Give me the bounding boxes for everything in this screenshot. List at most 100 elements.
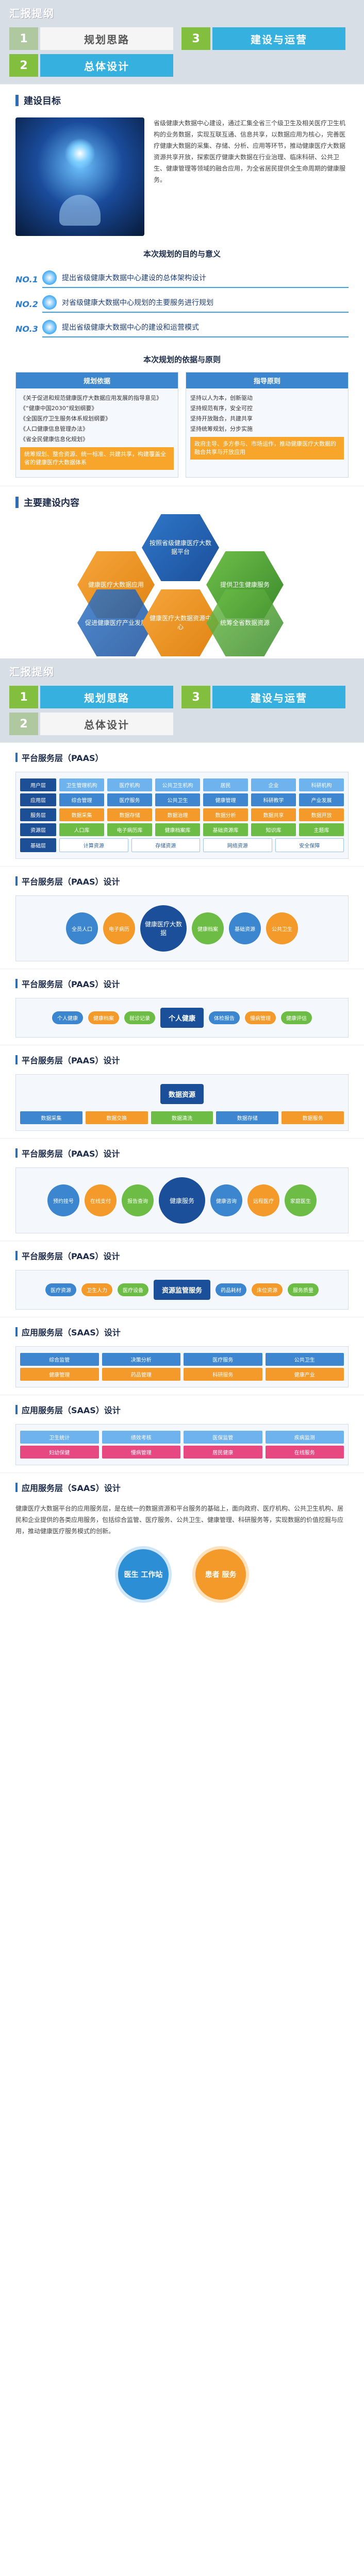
layer-cell: 基础资源库 bbox=[203, 823, 248, 836]
outline-item-2[interactable]: 2 总体设计 bbox=[9, 713, 173, 735]
paas-hub-diagram: 全员人口 电子病历 健康医疗大数据 健康档案 基础资源 公共卫生 bbox=[15, 895, 349, 961]
meaning-item: NO.1 提出省级健康大数据中心建设的总体架构设计 bbox=[15, 270, 349, 288]
orb-graphic bbox=[64, 138, 95, 169]
layer-cell: 知识库 bbox=[251, 823, 296, 836]
resource-node: 服务质量 bbox=[288, 1283, 319, 1296]
outline-label: 规划思路 bbox=[40, 686, 173, 708]
outline-item-1[interactable]: 1 规划思路 bbox=[9, 686, 173, 708]
layer-cell: 卫生管理机构 bbox=[59, 778, 104, 791]
meaning-item: NO.3 提出省级健康大数据中心的建设和运营模式 bbox=[15, 320, 349, 337]
person-center: 个人健康 bbox=[160, 1008, 204, 1028]
doctor-workstation[interactable]: 医生 工作站 bbox=[115, 1546, 172, 1603]
principle-item: 坚持统筹规划，分步实施 bbox=[190, 426, 253, 432]
layer-cell: 计算资源 bbox=[59, 838, 128, 852]
outline-num: 1 bbox=[9, 686, 38, 708]
principle-item: 坚持以人为本，创新驱动 bbox=[190, 395, 253, 401]
app-cell: 公共卫生 bbox=[265, 1353, 344, 1366]
module-cell: 绩效考核 bbox=[102, 1431, 180, 1444]
app-cell: 健康产业 bbox=[265, 1368, 344, 1381]
hub-node: 全员人口 bbox=[66, 912, 98, 944]
resource-center: 资源监管服务 bbox=[153, 1280, 210, 1300]
saas-text: 健康医疗大数据平台的应用服务层，是在统一的数据资源和平台服务的基础上，面向政府、… bbox=[15, 1505, 344, 1535]
outline-item-1[interactable]: 1 规划思路 bbox=[9, 27, 173, 50]
bulb-icon bbox=[42, 320, 57, 334]
paas-title: 平台服务层（PAAS） bbox=[0, 743, 364, 768]
paas-design-title: 平台服务层（PAAS）设计 bbox=[0, 1045, 364, 1070]
layer-cell: 科研机构 bbox=[299, 778, 344, 791]
outline-title: 汇报提纲 bbox=[9, 7, 55, 20]
outline-label: 规划思路 bbox=[40, 27, 173, 50]
resource-node: 床位资源 bbox=[252, 1283, 283, 1296]
principle-item: 坚持规范有序，安全可控 bbox=[190, 405, 253, 412]
basis-left: 规划依据 《关于促进和规范健康医疗大数据应用发展的指导意见》 《“健康中国203… bbox=[15, 372, 178, 478]
outline-item-3[interactable]: 3 建设与运营 bbox=[181, 27, 345, 50]
paas-resource-diagram: 医疗资源 卫生人力 医疗设备 资源监管服务 药品耗材 床位资源 服务质量 bbox=[15, 1270, 349, 1310]
workspace-block: 医生 工作站 患者 服务 bbox=[0, 1539, 364, 1616]
module-cell: 在线服务 bbox=[265, 1446, 344, 1459]
bulb-icon bbox=[42, 270, 57, 285]
paas-design-5: 平台服务层（PAAS）设计 医疗资源 卫生人力 医疗设备 资源监管服务 药品耗材… bbox=[0, 1241, 364, 1310]
saas-design-2: 应用服务层（SAAS）设计 卫生统计 绩效考核 医保监管 疾病监测 妇幼保健 慢… bbox=[0, 1395, 364, 1465]
paas-person-diagram: 个人健康 健康档案 就诊记录 个人健康 体检报告 慢病管理 健康评估 bbox=[15, 998, 349, 1038]
paas-design-1: 平台服务层（PAAS）设计 全员人口 电子病历 健康医疗大数据 健康档案 基础资… bbox=[0, 866, 364, 961]
layer-cell: 电子病历库 bbox=[107, 823, 152, 836]
outline-item-3[interactable]: 3 建设与运营 bbox=[181, 686, 345, 708]
layer-cell: 数据开放 bbox=[299, 808, 344, 821]
hex-diagram: 按照省级健康医疗大数据平台 健康医疗大数据应用 提供卫生健康服务 促进健康医疗产… bbox=[15, 514, 349, 658]
basis-right: 指导原则 坚持以人为本，创新驱动 坚持规范有序，安全可控 坚持开放融合，共建共享… bbox=[186, 372, 349, 478]
meaning-block: 本次规划的目的与意义 NO.1 提出省级健康大数据中心建设的总体架构设计 NO.… bbox=[0, 241, 364, 350]
saas-design-3: 应用服务层（SAAS）设计 健康医疗大数据平台的应用服务层，是在统一的数据资源和… bbox=[0, 1472, 364, 1616]
layer-cell: 企业 bbox=[251, 778, 296, 791]
goal-text: 省级健康大数据中心建设，通过汇集全省三个级卫生及相关医疗卫生机构的业务数据，实现… bbox=[154, 120, 346, 183]
layer-cell: 科研教学 bbox=[251, 793, 296, 806]
app-cell: 医疗服务 bbox=[184, 1353, 262, 1366]
saas-app-diagram: 综合监管 决策分析 医疗服务 公共卫生 健康管理 药品管理 科研服务 健康产业 bbox=[15, 1346, 349, 1387]
layer-label: 基础层 bbox=[20, 838, 56, 852]
layer-cell: 安全保障 bbox=[275, 838, 344, 852]
layer-cell: 网络资源 bbox=[203, 838, 272, 852]
app-cell: 药品管理 bbox=[102, 1368, 180, 1381]
meaning-text: 对省级健康大数据中心规划的主要服务进行规划 bbox=[62, 299, 213, 307]
hex-node: 按照省级健康医疗大数据平台 bbox=[142, 514, 219, 581]
basis-title: 本次规划的依据与原则 bbox=[143, 355, 221, 364]
app-cell: 综合监管 bbox=[20, 1353, 99, 1366]
hub-node: 公共卫生 bbox=[266, 912, 298, 944]
flow-step: 数据采集 bbox=[20, 1111, 82, 1124]
basis-item: 《省全民健康信息化规划》 bbox=[20, 436, 88, 443]
layer-cell: 人口库 bbox=[59, 823, 104, 836]
layer-label: 应用层 bbox=[20, 793, 56, 806]
flow-step: 数据清洗 bbox=[151, 1111, 213, 1124]
outline-num: 2 bbox=[9, 713, 38, 735]
paas-design-3: 平台服务层（PAAS）设计 数据资源 数据采集 数据交换 数据清洗 数据存储 数… bbox=[0, 1045, 364, 1131]
person-node: 体检报告 bbox=[209, 1011, 240, 1024]
layer-cell: 综合管理 bbox=[59, 793, 104, 806]
layer-cell: 数据治理 bbox=[155, 808, 200, 821]
saas-module-diagram: 卫生统计 绩效考核 医保监管 疾病监测 妇幼保健 慢病管理 居民健康 在线服务 bbox=[15, 1424, 349, 1465]
paas-design-title: 平台服务层（PAAS）设计 bbox=[0, 867, 364, 891]
content-title: 主要建设内容 bbox=[0, 486, 364, 514]
layer-cell: 数据存储 bbox=[107, 808, 152, 821]
paas-overview: 平台服务层（PAAS） 用户层 卫生管理机构 医疗机构 公共卫生机构 居民 企业… bbox=[0, 742, 364, 859]
outline-num: 1 bbox=[9, 27, 38, 50]
module-cell: 居民健康 bbox=[184, 1446, 262, 1459]
hub-node: 健康档案 bbox=[192, 912, 224, 944]
module-cell: 慢病管理 bbox=[102, 1446, 180, 1459]
layer-cell: 主题库 bbox=[299, 823, 344, 836]
content-section: 主要建设内容 按照省级健康医疗大数据平台 健康医疗大数据应用 提供卫生健康服务 … bbox=[0, 486, 364, 658]
module-cell: 医保监管 bbox=[184, 1431, 262, 1444]
layer-cell: 医疗服务 bbox=[107, 793, 152, 806]
layer-cell: 公共卫生 bbox=[155, 793, 200, 806]
basis-right-head: 指导原则 bbox=[186, 372, 348, 388]
outline-item-2[interactable]: 2 总体设计 bbox=[9, 54, 173, 77]
paas-flow-diagram: 数据资源 数据采集 数据交换 数据清洗 数据存储 数据服务 bbox=[15, 1074, 349, 1131]
app-cell: 健康管理 bbox=[20, 1368, 99, 1381]
hub-node: 电子病历 bbox=[103, 912, 135, 944]
basis-item: 《“健康中国2030”规划纲要》 bbox=[20, 405, 97, 412]
meaning-no: NO.1 bbox=[15, 274, 38, 284]
hub-center: 健康医疗大数据 bbox=[140, 905, 187, 952]
patient-service[interactable]: 患者 服务 bbox=[192, 1546, 249, 1603]
report-outline-2: 汇报提纲 1 规划思路 3 建设与运营 2 总体设计 bbox=[0, 658, 364, 742]
flow-step: 数据服务 bbox=[282, 1111, 344, 1124]
layer-cell: 健康管理 bbox=[203, 793, 248, 806]
basis-item: 《关于促进和规范健康医疗大数据应用发展的指导意见》 bbox=[20, 395, 162, 401]
